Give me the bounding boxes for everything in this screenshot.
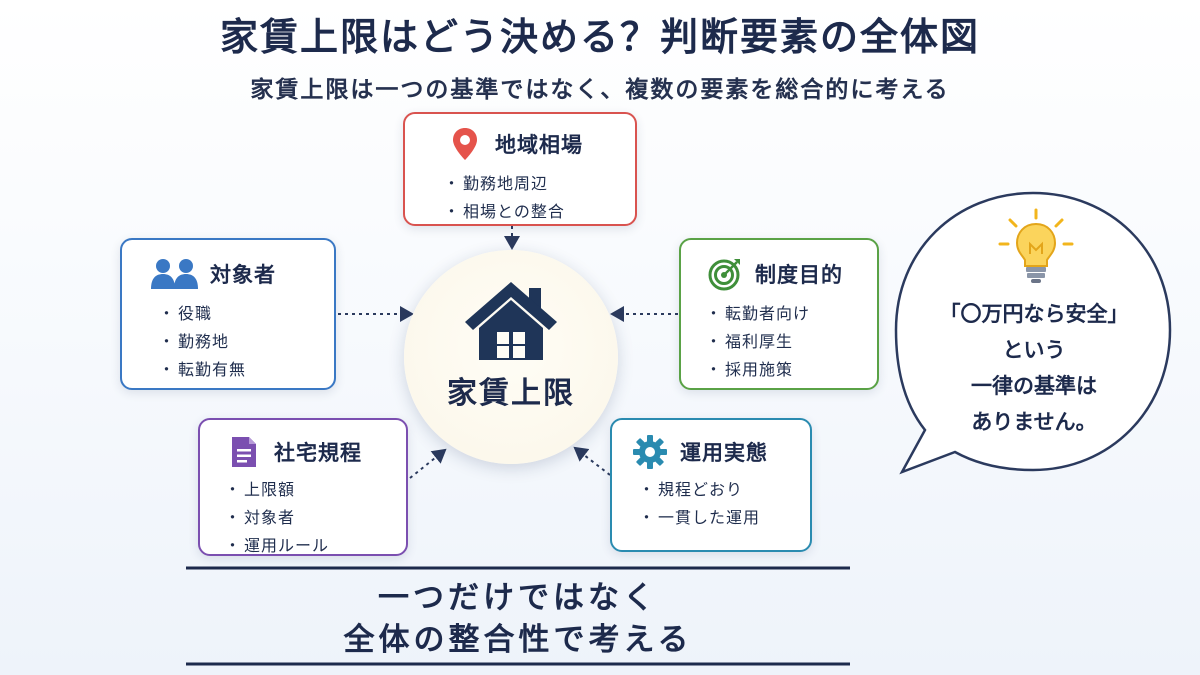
card-rules-title: 社宅規程 (274, 441, 362, 465)
page-subtitle: 家賃上限は一つの基準ではなく、複数の要素を総合的に考える (250, 77, 950, 103)
card-purpose-item: ・採用施策 (705, 360, 794, 379)
card-area-item: ・勤務地周辺 (443, 174, 549, 193)
gear-icon (628, 432, 672, 472)
card-target-item: ・勤務地 (158, 332, 230, 351)
conclusion-line-2: 全体の整合性で考える (343, 622, 693, 658)
card-rules: 社宅規程 ・上限額 ・対象者 ・運用ルール (198, 418, 408, 556)
card-operation-title: 運用実態 (680, 441, 768, 465)
card-rules-item: ・運用ルール (224, 536, 330, 555)
card-target: 対象者 ・役職 ・勤務地 ・転勤有無 (120, 238, 336, 390)
card-operation-item: ・規程どおり (638, 480, 744, 499)
connector-operation (573, 446, 611, 476)
center-node: 家賃上限 (404, 250, 618, 464)
center-label: 家賃上限 (447, 376, 575, 411)
card-target-item: ・役職 (158, 304, 213, 323)
bubble-line: という (1002, 338, 1066, 362)
card-area-item: ・相場との整合 (443, 202, 565, 221)
card-rules-item: ・対象者 (224, 508, 296, 527)
map-pin-icon (443, 124, 487, 164)
people-icon (148, 254, 202, 294)
conclusion-line-1: 一つだけではなく (378, 580, 658, 616)
document-icon (222, 432, 266, 472)
card-target-item: ・転勤有無 (158, 360, 247, 379)
card-purpose: 制度目的 ・転勤者向け ・福利厚生 ・採用施策 (679, 238, 879, 390)
target-icon (703, 254, 747, 294)
card-target-title: 対象者 (210, 263, 276, 287)
bubble-line: 一律の基準は (971, 374, 1097, 398)
speech-bubble (894, 191, 1172, 475)
card-purpose-item: ・転勤者向け (705, 304, 811, 323)
card-area: 地域相場 ・勤務地周辺 ・相場との整合 (403, 112, 637, 226)
card-purpose-item: ・福利厚生 (705, 332, 794, 351)
bubble-text: 「〇万円なら安全」 という 一律の基準は ありません。 (912, 296, 1156, 440)
card-rules-item: ・上限額 (224, 480, 296, 499)
card-operation: 運用実態 ・規程どおり ・一貫した運用 (610, 418, 812, 552)
page-title: 家賃上限はどう決める？判断要素の全体図 (219, 15, 980, 59)
card-purpose-title: 制度目的 (755, 263, 843, 287)
card-operation-item: ・一貫した運用 (638, 508, 761, 527)
connector-rules (409, 448, 447, 479)
card-area-title: 地域相場 (495, 133, 583, 157)
bubble-line: ありません。 (971, 410, 1097, 434)
bubble-line: 「〇万円なら安全」 (939, 302, 1129, 326)
lightbulb-icon (996, 206, 1076, 290)
house-icon (461, 278, 561, 366)
